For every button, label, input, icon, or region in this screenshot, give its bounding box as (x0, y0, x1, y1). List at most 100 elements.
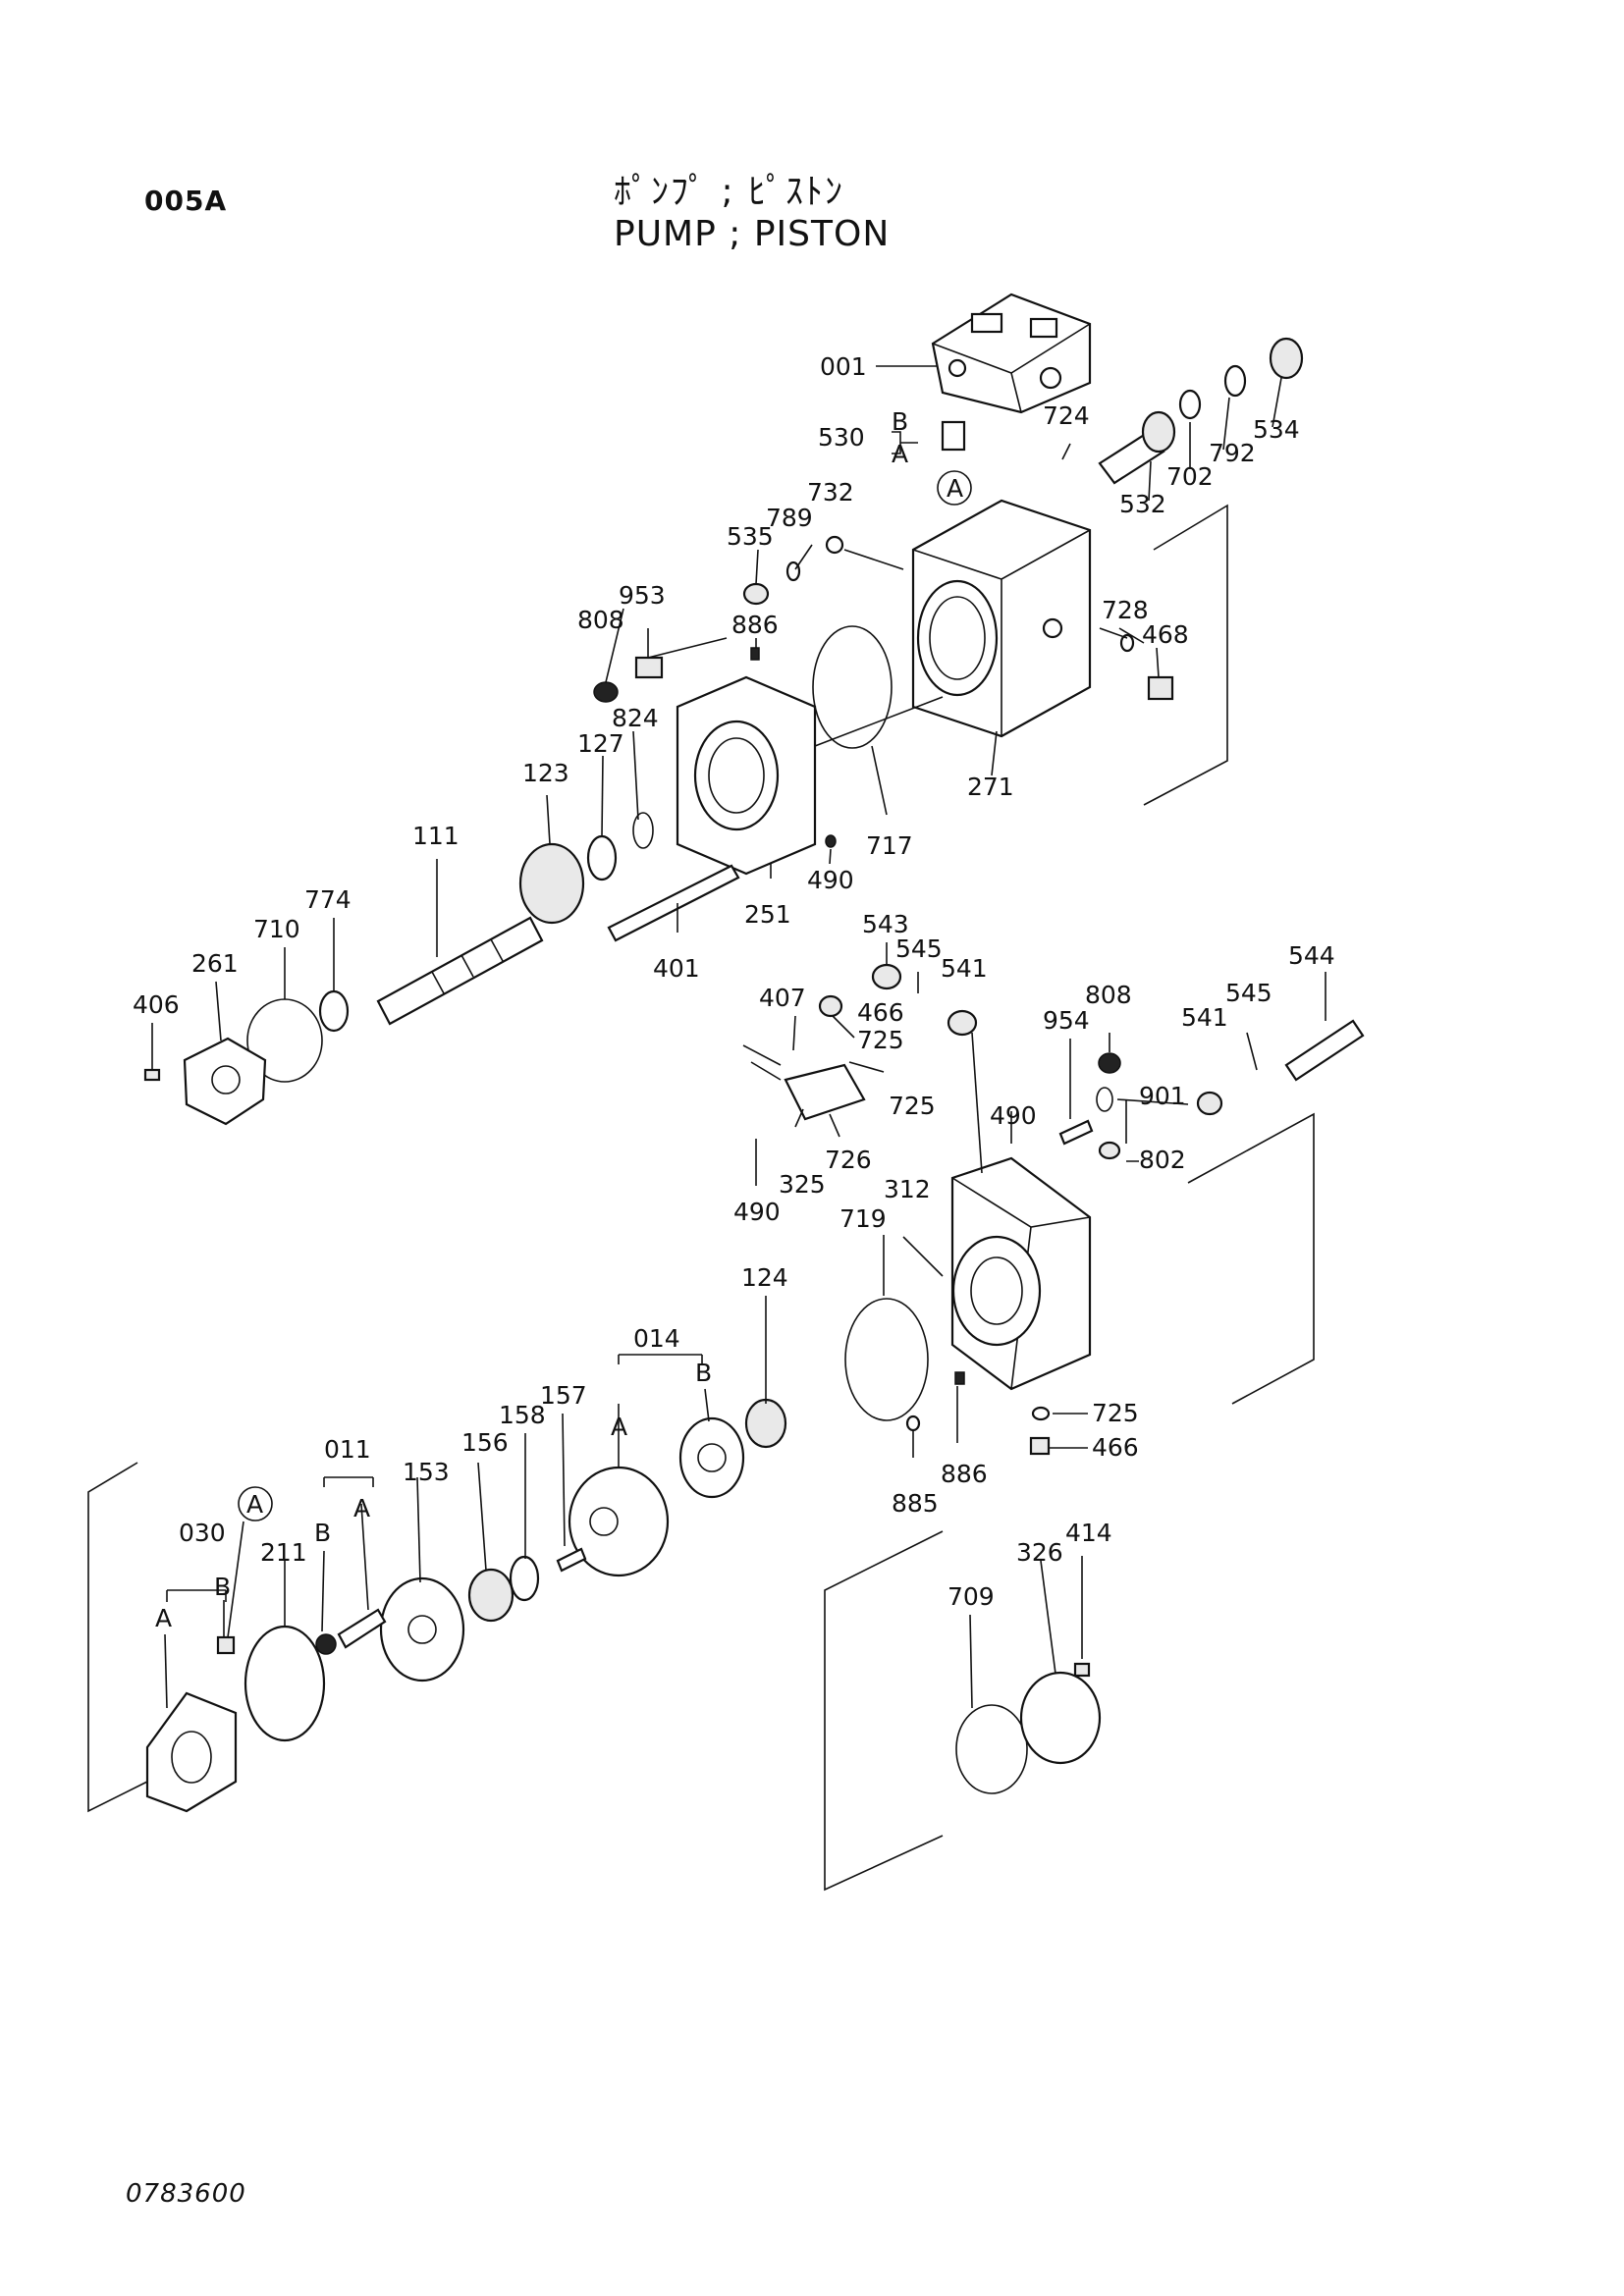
part-ring-158 (509, 1555, 540, 1602)
part-ring-774 (318, 989, 350, 1033)
callout-211: 211 (260, 1538, 307, 1567)
part-stud-953 (634, 656, 664, 679)
callout-728: 728 (1102, 596, 1149, 624)
part-plate-153 (379, 1576, 465, 1682)
part-cover-326 (1019, 1671, 1102, 1765)
callout-127: 127 (577, 729, 624, 758)
callout-530: 530 (818, 423, 865, 452)
callout-490-lower: 490 (733, 1198, 781, 1226)
part-nut-808 (593, 681, 619, 703)
callout-530-b: B (892, 407, 908, 436)
part-oring-717 (812, 625, 893, 749)
callout-719: 719 (839, 1204, 887, 1233)
callout-414: 414 (1065, 1519, 1112, 1547)
callout-466-lower: 466 (1092, 1433, 1139, 1462)
part-oring-709 (955, 1704, 1028, 1794)
callout-158: 158 (499, 1401, 546, 1429)
part-bolt-414 (1073, 1662, 1091, 1678)
callout-886-upper: 886 (731, 611, 779, 639)
page-code: 005A (144, 185, 228, 217)
part-nut-543 (871, 963, 902, 990)
callout-156: 156 (461, 1428, 509, 1457)
callout-808-right: 808 (1085, 981, 1132, 1009)
callout-001: 001 (820, 352, 867, 381)
drawing-number: 0783600 (126, 2179, 246, 2209)
part-nut-808-lower (1098, 1052, 1121, 1074)
part-pins-407 (742, 1044, 782, 1081)
title-english: PUMP ; PISTON (614, 214, 891, 254)
callout-490-middle: 490 (990, 1101, 1037, 1130)
part-pin-886-lower (954, 1371, 965, 1385)
callout-407: 407 (759, 984, 806, 1012)
part-oring-732 (825, 535, 844, 555)
part-pin-490-upper (825, 834, 837, 848)
callout-710: 710 (253, 915, 300, 943)
callout-792: 792 (1209, 439, 1256, 467)
part-shaft-111 (376, 916, 544, 1026)
part-bush-030B (216, 1635, 236, 1655)
callout-153: 153 (403, 1458, 450, 1486)
callout-011-b: B (314, 1519, 331, 1547)
part-bearing-123 (518, 842, 585, 925)
callout-808-upper: 808 (577, 606, 624, 634)
callout-circle-a-lower: A (246, 1490, 263, 1519)
leader-lines (151, 365, 1326, 1709)
callout-725-upper-a: 725 (857, 1026, 904, 1054)
callout-030: 030 (179, 1519, 226, 1547)
callout-702: 702 (1166, 462, 1214, 491)
part-ring-824 (632, 812, 654, 849)
callout-726: 726 (825, 1146, 872, 1174)
callout-544: 544 (1288, 941, 1335, 970)
callout-157: 157 (540, 1381, 587, 1410)
callout-014-b: B (695, 1359, 712, 1387)
part-bearing-124 (744, 1398, 787, 1449)
callout-725-lower: 725 (1092, 1399, 1139, 1427)
callout-490-upper: 490 (807, 866, 854, 894)
callout-468: 468 (1142, 620, 1189, 649)
callout-543: 543 (862, 910, 909, 938)
part-oring-702 (1178, 389, 1202, 420)
part-plug-534 (1269, 337, 1304, 380)
callout-802: 802 (1139, 1146, 1186, 1174)
part-block-325 (784, 1063, 866, 1121)
callout-532: 532 (1119, 490, 1166, 518)
title-japanese: ﾎﾟﾝﾌﾟ ; ﾋﾟｽﾄﾝ (614, 172, 845, 212)
callout-325: 325 (779, 1170, 826, 1199)
callout-123: 123 (522, 759, 569, 787)
part-ring-127 (586, 834, 618, 881)
part-plug-466-upper (818, 994, 843, 1018)
part-casing-271 (911, 499, 1092, 738)
marker-circle-a-lower (238, 1486, 273, 1522)
callout-circle-a-upper: A (947, 474, 963, 503)
callout-030-b: B (214, 1573, 231, 1601)
part-rod-544 (1284, 1019, 1365, 1082)
part-oring-725-lower (1031, 1406, 1051, 1421)
part-plug-468 (1147, 675, 1174, 701)
part-plate-014B (678, 1416, 745, 1499)
callout-111: 111 (412, 822, 460, 850)
callout-011-a: A (353, 1494, 370, 1522)
part-swashplate-030A (145, 1691, 238, 1813)
part-screw-532 (1098, 410, 1176, 485)
assembly-guide-lines (87, 504, 1315, 1892)
part-spring-157 (556, 1547, 587, 1573)
callout-954: 954 (1043, 1006, 1090, 1035)
callout-774: 774 (304, 885, 352, 914)
callout-011: 011 (324, 1435, 371, 1464)
callout-541-right: 541 (1181, 1003, 1228, 1032)
callout-541-left: 541 (941, 954, 988, 983)
callout-530-a: A (892, 440, 908, 468)
part-regulator-001 (931, 293, 1092, 414)
callout-732: 732 (807, 478, 854, 507)
part-fitting-541-right (1196, 1091, 1223, 1116)
callout-271: 271 (967, 773, 1014, 801)
part-plate-211 (244, 1625, 326, 1742)
part-piston-011 (315, 1608, 387, 1655)
callout-545-left: 545 (895, 934, 943, 963)
callout-326: 326 (1016, 1538, 1063, 1567)
callout-725-upper-b: 725 (889, 1092, 936, 1120)
callout-709: 709 (947, 1582, 995, 1611)
part-bolt-401 (607, 864, 740, 942)
part-ring-792 (1223, 364, 1247, 398)
